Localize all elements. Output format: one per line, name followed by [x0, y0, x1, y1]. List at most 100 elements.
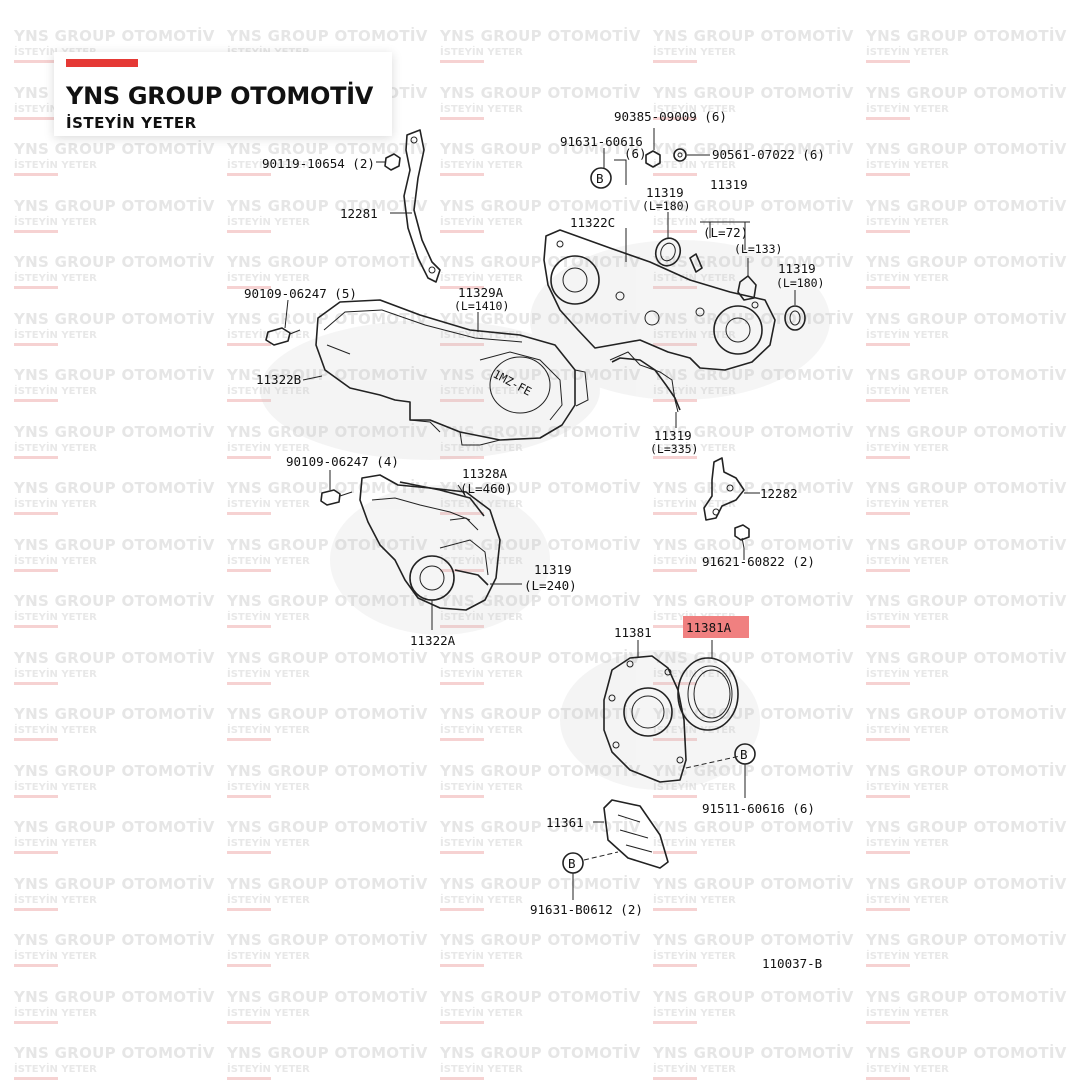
- watermark-line2: İSTEYİN YETER: [653, 386, 736, 397]
- watermark-line1: YNS GROUP OTOMOTİV: [14, 592, 215, 610]
- watermark-bar: [866, 1020, 910, 1024]
- seal-11319-180[interactable]: [652, 212, 684, 269]
- watermark-line2: İSTEYİN YETER: [14, 838, 97, 849]
- watermark-line1: YNS GROUP OTOMOTİV: [227, 874, 428, 893]
- watermark-line1: YNS GROUP OTOMOTİV: [653, 140, 854, 158]
- watermark-line2: İSTEYİN YETER: [866, 951, 949, 962]
- watermark-line1: YNS GROUP OTOMOTİV: [227, 592, 428, 610]
- watermark-line1: YNS GROUP OTOMOTİV: [866, 27, 1067, 45]
- watermark-line2: İSTEYİN YETER: [440, 47, 523, 58]
- watermark-line1: YNS GROUP OTOMOTİV: [653, 592, 854, 610]
- watermark-line2: İSTEYİN YETER: [653, 555, 736, 567]
- watermark-line2: İSTEYİN YETER: [14, 160, 97, 171]
- watermark-line1: YNS GROUP OTOMOTİV: [440, 1044, 641, 1062]
- seal-11319-right[interactable]: [784, 290, 806, 331]
- watermark-line1: YNS GROUP OTOMOTİV: [866, 648, 1067, 667]
- watermark-line1: YNS GROUP OTOMOTİV: [14, 309, 215, 328]
- watermark-line2: İSTEYİN YETER: [440, 612, 523, 623]
- seal-11319-240[interactable]: [454, 569, 522, 586]
- watermark-line2: İSTEYİN YETER: [653, 1064, 736, 1075]
- bracket-12282[interactable]: [703, 457, 760, 521]
- watermark-line2: İSTEYİN YETER: [440, 1007, 523, 1019]
- watermark-line1: YNS GROUP OTOMOTİV: [653, 648, 854, 667]
- watermark-tile: YNS GROUP OTOMOTİV İSTEYİN YETER: [639, 1022, 854, 1080]
- bolt-90109-4[interactable]: [320, 470, 353, 506]
- seal-11319-335[interactable]: [611, 357, 681, 428]
- watermark-line2: İSTEYİN YETER: [440, 725, 523, 736]
- oil-seal-11381A[interactable]: [677, 640, 739, 731]
- watermark-line1: YNS GROUP OTOMOTİV: [440, 705, 641, 723]
- svg-text:B: B: [740, 747, 748, 762]
- watermark-line2: İSTEYİN YETER: [653, 442, 736, 454]
- watermark-line2: İSTEYİN YETER: [653, 894, 736, 906]
- bracket-12281[interactable]: [390, 129, 441, 283]
- watermark-line1: YNS GROUP OTOMOTİV: [14, 422, 215, 441]
- watermark-line2: İSTEYİN YETER: [227, 386, 310, 397]
- watermark-line2: İSTEYİN YETER: [440, 160, 523, 171]
- watermark-line2: İSTEYİN YETER: [227, 555, 310, 567]
- watermark-line2: İSTEYİN YETER: [14, 273, 97, 284]
- stud-91631-60616[interactable]: [603, 148, 627, 185]
- label-11328A: 11328A: [462, 466, 508, 481]
- watermark-line1: YNS GROUP OTOMOTİV: [866, 818, 1067, 836]
- watermark-line1: YNS GROUP OTOMOTİV: [866, 592, 1067, 610]
- watermark-bar: [440, 851, 484, 854]
- watermark-line1: YNS GROUP OTOMOTİV: [14, 27, 215, 45]
- seal-11328A[interactable]: [399, 481, 485, 517]
- watermark-line1: YNS GROUP OTOMOTİV: [440, 592, 641, 610]
- bolt-90119[interactable]: [376, 153, 401, 171]
- watermark-bar: [440, 625, 484, 628]
- watermark-line2: İSTEYİN YETER: [227, 329, 310, 341]
- plate-11361[interactable]: [593, 799, 669, 869]
- watermark-line2: İSTEYİN YETER: [866, 725, 949, 736]
- watermark-bar: [653, 907, 697, 911]
- watermark-line1: YNS GROUP OTOMOTİV: [14, 1044, 215, 1062]
- watermark-bar: [653, 512, 697, 515]
- watermark-line2: İSTEYİN YETER: [653, 216, 736, 228]
- seal-11319-72[interactable]: [689, 221, 750, 273]
- watermark-line1: YNS GROUP OTOMOTİV: [14, 705, 215, 723]
- seal-11319-133[interactable]: [737, 258, 757, 301]
- watermark-line1: YNS GROUP OTOMOTİV: [227, 705, 428, 723]
- retainer-11381[interactable]: [603, 640, 687, 783]
- watermark-line2: İSTEYİN YETER: [440, 216, 523, 228]
- watermark-bar: [14, 681, 58, 685]
- bolt-91621[interactable]: [734, 524, 750, 560]
- label-91631-60616-qty: (6): [624, 146, 647, 161]
- watermark-line2: İSTEYİN YETER: [866, 329, 949, 341]
- label-11319-240-length: (L=240): [524, 578, 577, 593]
- watermark-line2: İSTEYİN YETER: [866, 442, 949, 454]
- watermark-line1: YNS GROUP OTOMOTİV: [866, 1044, 1067, 1062]
- label-91631-B0612: 91631-B0612 (2): [530, 902, 643, 917]
- watermark-bar: [14, 625, 58, 628]
- watermark-line1: YNS GROUP OTOMOTİV: [653, 479, 854, 497]
- watermark-line2: İSTEYİN YETER: [14, 894, 97, 906]
- watermark-bar: [14, 342, 58, 346]
- watermark-line1: YNS GROUP OTOMOTİV: [866, 253, 1067, 271]
- watermark-line2: İSTEYİN YETER: [227, 668, 310, 680]
- label-11319-top: 11319: [710, 177, 748, 192]
- watermark-line1: YNS GROUP OTOMOTİV: [866, 366, 1067, 384]
- bolt-90109-5[interactable]: [265, 327, 301, 346]
- watermark-bar: [653, 1020, 697, 1024]
- watermark-line1: YNS GROUP OTOMOTİV: [440, 309, 640, 328]
- watermark-line1: YNS GROUP OTOMOTİV: [653, 1044, 854, 1062]
- nut-90385[interactable]: [645, 128, 661, 168]
- washer-90561[interactable]: [673, 148, 710, 162]
- watermark-line1: YNS GROUP OTOMOTİV: [227, 309, 428, 328]
- watermark-bar: [653, 229, 697, 233]
